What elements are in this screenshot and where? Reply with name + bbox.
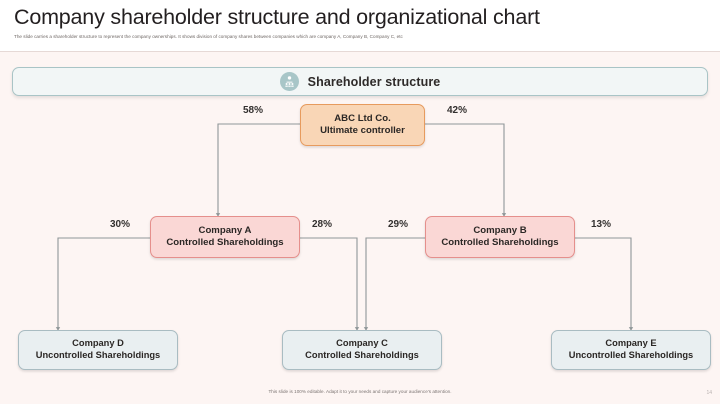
edge-label-abc-to-company-a: 58% [243, 105, 264, 116]
node-company-b-line2: Controlled Shareholdings [441, 237, 559, 248]
node-abc-line1: ABC Ltd Co. [334, 112, 391, 124]
footer-note: This slide is 100% editable. Adapt it to… [268, 389, 452, 394]
section-header-bar[interactable]: Shareholder structure [12, 67, 708, 96]
title-block: Company shareholder structure and organi… [0, 0, 720, 52]
node-company-b-line1: Company B [473, 224, 527, 236]
node-company-c-line2: Controlled Shareholdings [305, 350, 419, 360]
node-company-d-line1: Company D [72, 338, 124, 349]
connector-lines [55, 123, 634, 331]
page-subtitle: The slide carries a shareholder structur… [14, 34, 403, 39]
page-title: Company shareholder structure and organi… [14, 5, 540, 29]
node-company-b[interactable]: Company B Controlled Shareholdings [425, 216, 575, 258]
node-abc-ltd-co[interactable]: ABC Ltd Co. Ultimate controller [300, 104, 425, 146]
org-chart-diagram: ABC Ltd Co. Ultimate controller Company … [0, 96, 720, 388]
edge-label-abc-to-company-b: 42% [447, 105, 468, 116]
node-abc-line2: Ultimate controller [320, 125, 405, 136]
edge-label-company-a-to-company-d: 30% [110, 219, 131, 230]
node-company-a-line2: Controlled Shareholdings [166, 237, 284, 248]
edge-label-company-b-to-company-e: 13% [591, 219, 612, 230]
node-company-e-line1: Company E [605, 338, 657, 349]
edge-label-company-b-to-company-c: 29% [388, 219, 409, 230]
node-company-c[interactable]: Company C Controlled Shareholdings [282, 330, 442, 370]
node-company-a-line1: Company A [198, 224, 252, 236]
node-company-c-line1: Company C [336, 338, 388, 349]
node-company-d-line2: Uncontrolled Shareholdings [35, 350, 161, 360]
edge-label-company-a-to-company-c: 28% [312, 219, 333, 230]
node-company-e-line2: Uncontrolled Shareholdings [568, 350, 694, 360]
node-company-a[interactable]: Company A Controlled Shareholdings [150, 216, 300, 258]
page-number: 14 [706, 390, 712, 396]
node-company-e[interactable]: Company E Uncontrolled Shareholdings [551, 330, 711, 370]
section-header-title: Shareholder structure [307, 74, 441, 89]
people-group-icon [279, 72, 299, 91]
node-company-d[interactable]: Company D Uncontrolled Shareholdings [18, 330, 178, 370]
